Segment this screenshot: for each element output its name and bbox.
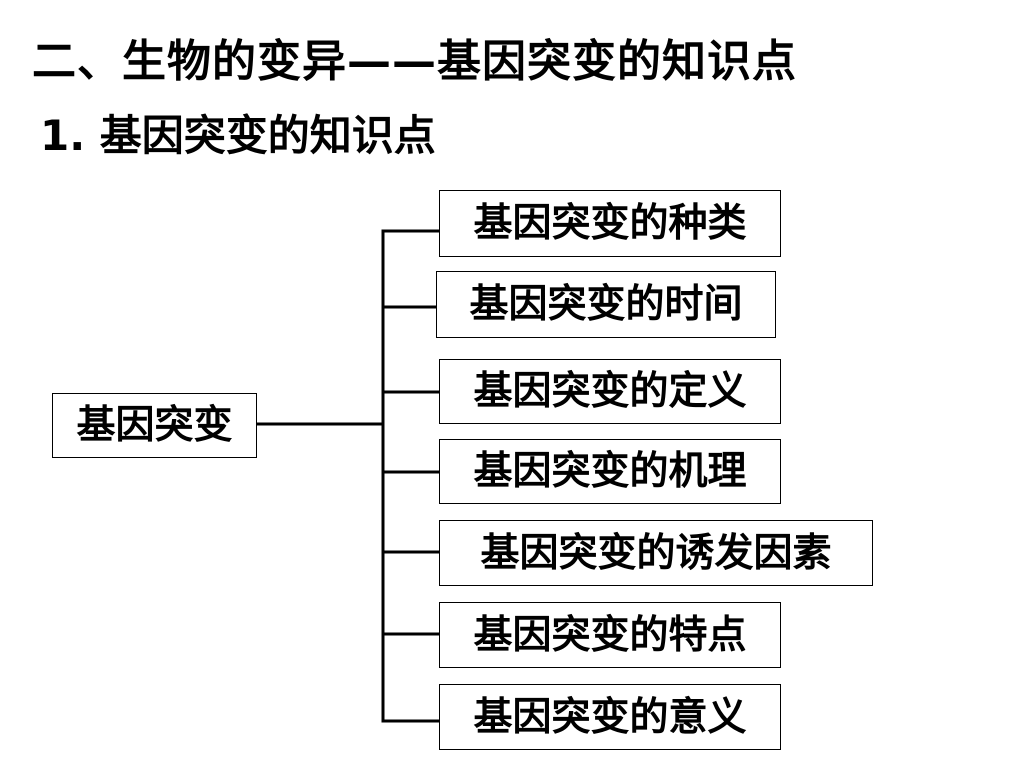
slide-title: 二、生物的变异——基因突变的知识点 — [32, 36, 797, 87]
branch-node-significance: 基因突变的意义 — [439, 684, 781, 750]
branch-node-types: 基因突变的种类 — [439, 190, 781, 257]
branch-node-timing: 基因突变的时间 — [436, 271, 776, 338]
branch-node-definition: 基因突变的定义 — [439, 359, 781, 424]
root-node: 基因突变 — [52, 393, 257, 458]
branch-node-inducing-factors: 基因突变的诱发因素 — [439, 520, 873, 586]
section-heading: 1. 基因突变的知识点 — [40, 111, 436, 160]
branch-node-mechanism: 基因突变的机理 — [439, 439, 781, 504]
branch-node-characteristics: 基因突变的特点 — [439, 602, 781, 668]
